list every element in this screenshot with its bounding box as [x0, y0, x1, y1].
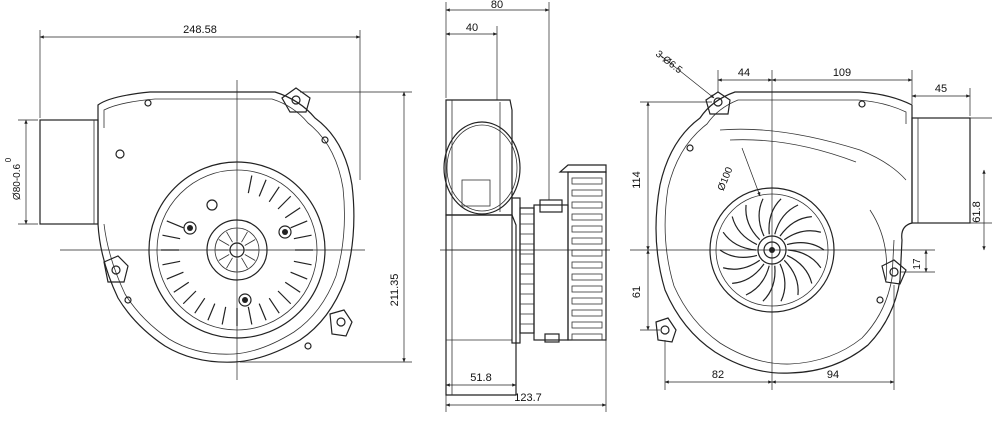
dim-front-width: 248.58	[183, 24, 217, 36]
dim-back-17: 17	[912, 258, 923, 270]
back-tab-bottom-left	[655, 317, 677, 343]
dim-back-94: 94	[827, 369, 839, 381]
dim-back-45: 45	[935, 83, 947, 95]
back-outlet-tube	[911, 117, 971, 224]
side-outlet-circle	[443, 121, 521, 215]
dim-back-61: 61	[631, 286, 643, 298]
dim-back-109: 109	[833, 67, 851, 79]
front-outlet-tube	[39, 119, 99, 225]
dim-back-impeller: Ø100	[716, 165, 736, 192]
back-housing-outline	[655, 91, 913, 374]
dim-back-holes: 3-Ø6.5	[653, 49, 684, 77]
front-tab-left	[103, 255, 129, 283]
back-tab-right	[881, 259, 907, 285]
back-tab-top-left	[705, 91, 731, 115]
side-motor-body	[533, 204, 569, 341]
dim-back-82: 82	[712, 369, 724, 381]
front-tab-bottom-right	[329, 309, 353, 337]
front-view	[18, 30, 412, 380]
front-tab-top-right	[281, 87, 311, 113]
back-view	[630, 54, 992, 390]
dim-front-height: 211.35	[389, 274, 401, 307]
front-vent-slots	[161, 175, 313, 326]
dim-side-depth: 80	[491, 0, 503, 11]
back-impeller-blades	[719, 198, 825, 302]
dim-side-base: 51.8	[470, 372, 491, 384]
side-view	[440, 2, 610, 412]
dim-front-outlet-tol: 0	[4, 157, 13, 162]
dim-side-total: 123.7	[514, 392, 542, 404]
dim-back-61-8: 61.8	[971, 201, 983, 222]
dim-back-114: 114	[631, 171, 643, 189]
dim-side-half: 40	[466, 22, 478, 34]
dim-back-44: 44	[738, 67, 750, 79]
dim-front-outlet-dia: Ø80-0.6	[12, 163, 23, 200]
front-housing-outline	[97, 91, 355, 363]
